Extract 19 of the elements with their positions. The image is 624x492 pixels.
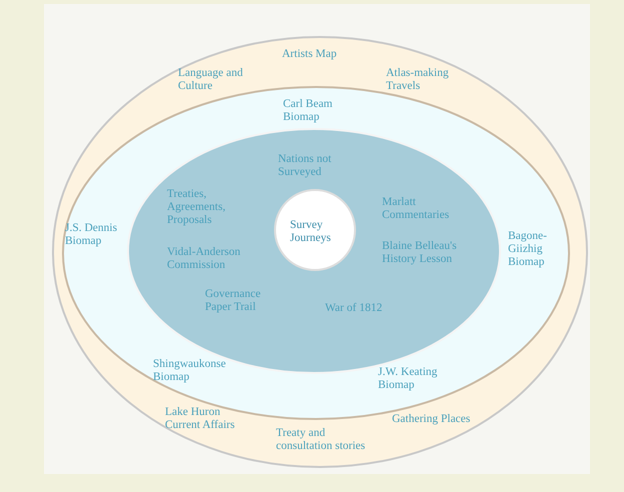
- ring-label: Marlatt Commentaries: [382, 196, 450, 222]
- ring-label: Artists Map: [282, 48, 338, 61]
- ring-label: Treaty and consultation stories: [276, 427, 366, 453]
- ring-label: Lake Huron Current Affairs: [165, 406, 236, 432]
- ring-label: Atlas-making Travels: [386, 67, 450, 93]
- ring-label: Governance Paper Trail: [205, 288, 262, 314]
- ring-label: Bagone-Giizhig Biomap: [508, 230, 548, 269]
- ring-label: Treaties, Agreements, Proposals: [167, 188, 226, 227]
- ring-label: Carl Beam Biomap: [283, 98, 334, 124]
- ring-label: Blaine Belleau's History Lesson: [382, 240, 458, 266]
- ring-label: Survey Journeys: [290, 219, 332, 245]
- ring-label: J.W. Keating Biomap: [378, 366, 438, 392]
- ring-label: Nations not Surveyed: [278, 153, 332, 179]
- ring-label: Language and Culture: [178, 67, 244, 93]
- ring-label: War of 1812: [325, 302, 384, 315]
- ring-label: Gathering Places: [392, 413, 472, 426]
- ring-label: Vidal-Anderson Commission: [167, 246, 242, 272]
- ring-label: Shingwaukonse Biomap: [153, 358, 227, 384]
- ring-label: J.S. Dennis Biomap: [65, 222, 118, 248]
